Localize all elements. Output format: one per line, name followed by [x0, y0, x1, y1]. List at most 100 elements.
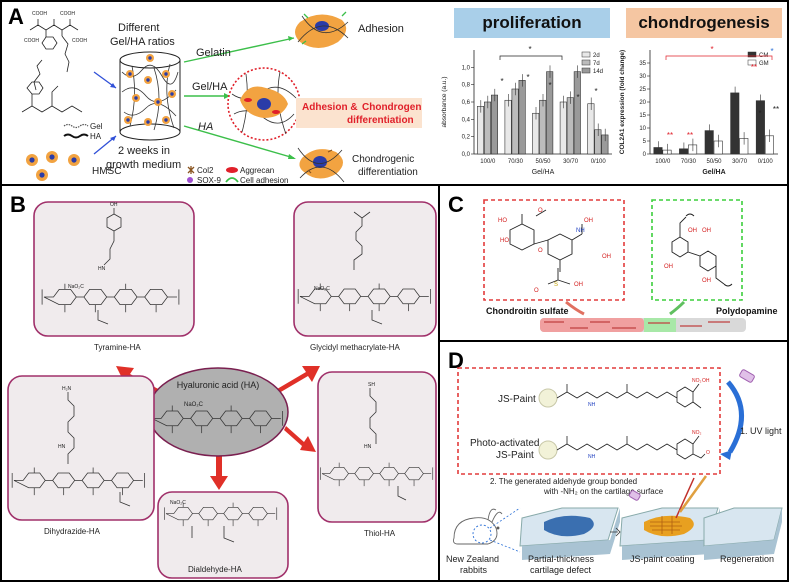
outcome-highlight — [296, 98, 422, 128]
js-paint-bead — [538, 388, 558, 408]
gelatin-structure — [21, 19, 83, 113]
cs-o-3: O — [534, 288, 539, 294]
arrow-ha — [183, 125, 295, 159]
culture-line1: 2 weeks in — [118, 145, 170, 157]
gma-naoc: NaO₂C — [314, 286, 330, 292]
panel-c: C HO HO O O OH OH O OH NH S OH — [438, 184, 789, 342]
aldehyde-step-2: with -NH₂ on the cartilage surface — [543, 487, 664, 496]
polydopamine-box — [651, 199, 743, 301]
cooh-label-1: COOH — [32, 11, 47, 17]
cs-oh-3: OH — [574, 282, 583, 288]
culture-line2: growth medium — [106, 159, 181, 171]
chondrogenesis-header: chondrogenesis — [626, 8, 782, 38]
cs-ho-2: HO — [500, 238, 509, 244]
cs-nh: NH — [576, 228, 585, 234]
x-tick-label: 70/30 — [508, 159, 524, 165]
panel-c-label: C — [448, 192, 464, 217]
tyramine-oh: OH — [110, 202, 118, 208]
legend-swatch — [581, 51, 591, 58]
composite-fiber — [540, 318, 746, 332]
hmsc-cells — [26, 151, 80, 181]
y-tick-label: 15 — [639, 113, 646, 119]
pda-to-fiber-arrow — [669, 300, 686, 316]
x-tick-label: 100/0 — [655, 159, 671, 165]
bar-GM — [739, 138, 749, 155]
dialdehyde-ha-box — [157, 491, 289, 579]
y-tick-label: 30 — [639, 74, 646, 80]
y-axis-label: absorbance (a.u.) — [441, 77, 448, 128]
x-axis-label: Gel/HA — [702, 169, 725, 176]
adhesion-cell — [295, 11, 349, 48]
legend-swatch — [747, 59, 757, 66]
y-tick-label: 0,6 — [462, 100, 471, 106]
photo-activated-2: JS-Paint — [496, 450, 534, 461]
chondroitin-label: Chondroitin sulfate — [486, 306, 569, 316]
legend-sox9: SOX-9 — [197, 176, 222, 185]
y-tick-label: 35 — [639, 61, 646, 67]
bar-2d — [504, 99, 512, 155]
x-tick-label: 100/0 — [480, 159, 496, 165]
js-oh: OH — [702, 378, 710, 384]
pjs-nh-1: NH — [588, 454, 596, 460]
significance-marker: * — [500, 77, 503, 86]
significance-marker: * — [770, 47, 773, 56]
scaffold-cylinder — [119, 51, 181, 141]
outcome-both-3: differentiation — [347, 115, 414, 126]
y-tick-label: 0,8 — [462, 83, 471, 89]
chondroitin-box — [483, 199, 625, 301]
stage-1-line1: New Zealand — [446, 554, 499, 564]
tyramine-hn: HN — [98, 266, 106, 272]
js-no2: NO₂ — [692, 378, 702, 384]
significance-marker: * — [526, 73, 529, 82]
pda-oh-1: OH — [688, 228, 697, 234]
zoom-line — [489, 507, 521, 553]
thiol-ha-label: Thiol-HA — [364, 529, 396, 538]
arrow-gelha-label: Gel/HA — [192, 81, 228, 93]
cs-o-2: O — [538, 248, 543, 254]
dihydrazide-ha-label: Dihydrazide-HA — [44, 527, 101, 536]
x-tick-label: 0/100 — [591, 159, 607, 165]
cs-oh-2: OH — [602, 254, 611, 260]
stage-1-line2: rabbits — [460, 565, 488, 575]
dihydrazide-ha-box — [7, 375, 155, 521]
gel-key-label: Gel — [90, 122, 103, 131]
cs-ho-1: HO — [498, 218, 507, 224]
cooh-label-3: COOH — [24, 38, 39, 44]
stage-2-line1: Partial-thickness — [528, 554, 595, 564]
x-tick-label: 50/50 — [535, 159, 551, 165]
stage-4-line1: Regeneration — [720, 554, 774, 564]
legend-label: GM — [759, 61, 769, 67]
panel-b-label: B — [10, 192, 26, 217]
panel-a-label: A — [8, 4, 24, 29]
significance-marker: * — [594, 87, 597, 96]
legend-adhesion: Cell adhesion — [240, 176, 288, 185]
uv-step-label: 1. UV light — [740, 426, 782, 436]
stage-2-line2: cartilage defect — [530, 565, 592, 575]
ha-center-title: Hyaluronic acid (HA) — [177, 380, 260, 390]
dihydrazide-hn: HN — [58, 444, 66, 450]
bar-CM — [679, 148, 689, 155]
js-paint-label: JS-Paint — [498, 394, 536, 405]
ha-key-label: HA — [90, 132, 102, 141]
y-tick-label: 10 — [639, 126, 646, 132]
gma-ha-label: Glycidyl methacrylate-HA — [310, 343, 400, 352]
photo-activated-1: Photo-activated — [470, 438, 540, 449]
significance-marker: ** — [667, 131, 673, 140]
uv-arrow — [726, 380, 744, 454]
x-tick-label: 30/70 — [563, 159, 579, 165]
js-nh-1: NH — [588, 402, 596, 408]
gel-key-line — [63, 123, 89, 129]
significance-bracket — [665, 55, 773, 60]
panel-a-schematic: COOH COOH COOH COOH Gel HA HMSC — [21, 11, 422, 185]
stage-3-line1: JS-paint coating — [630, 554, 695, 564]
js-paint-box — [457, 367, 721, 475]
tyramine-ha-label: Tyramine-HA — [94, 343, 141, 352]
legend-col2: Col2 — [197, 166, 214, 175]
y-tick-label: 0 — [643, 152, 647, 158]
tyramine-ha-box — [33, 201, 195, 337]
rabbit-illustration — [453, 508, 503, 545]
x-tick-label: 30/70 — [732, 159, 748, 165]
legend-aggrecan: Aggrecan — [240, 166, 274, 175]
